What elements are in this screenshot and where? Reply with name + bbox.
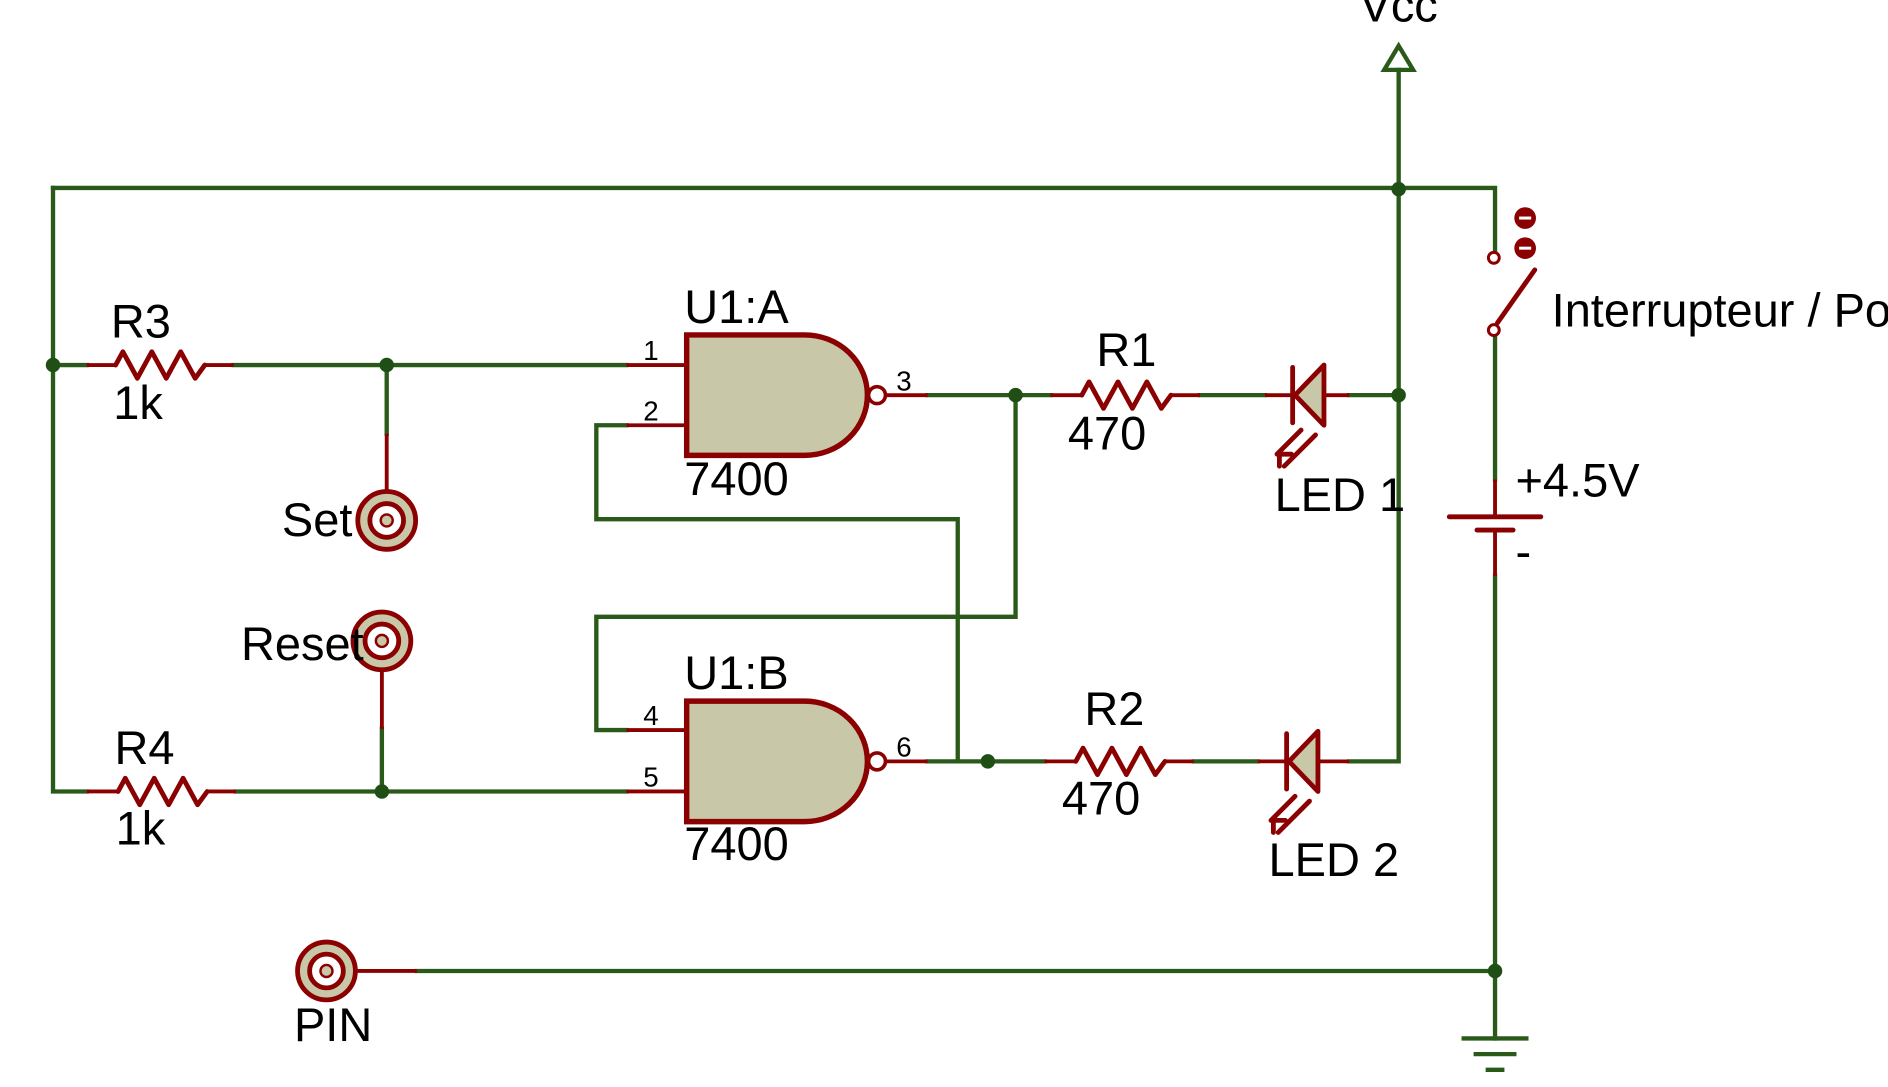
gate-a-ref: U1:A [684,280,789,333]
diode-triangle-icon [1286,728,1321,794]
set-terminal[interactable]: Set [282,433,419,552]
led2-label: LED 2 [1269,833,1400,886]
switch-lever-icon[interactable] [1495,267,1538,326]
led-2: LED 2 [1257,728,1400,886]
nand-gate-body-icon [683,698,871,825]
junction-dot [374,784,390,799]
r1-ref: R1 [1096,323,1156,376]
reset-label: Reset [241,617,364,670]
resistor-zigzag-icon [113,349,208,381]
inverter-bubble-icon [866,751,888,772]
junction-dot [1487,963,1503,979]
pin-number: 3 [896,365,911,396]
gate-a-part: 7400 [684,452,789,505]
resistor-zigzag-icon [115,775,210,808]
power-switch[interactable]: Interrupteur / Power [1486,207,1888,338]
resistor-r2: R2 470 [1044,682,1194,824]
r3-value: 1k [113,376,163,429]
wires [50,67,1498,1041]
reset-terminal[interactable]: Reset [241,609,414,729]
vcc-arrow-icon [1380,41,1417,73]
set-label: Set [282,493,353,546]
pin-number: 5 [643,762,658,793]
junction-dot [1391,387,1406,403]
gate-b-ref: U1:B [684,646,788,699]
battery-minus-label: - [1516,524,1532,577]
qbar-feedback-wire [594,423,960,764]
diode-triangle-icon [1292,362,1327,428]
gate-b-part: 7400 [684,817,789,870]
r2-ref: R2 [1084,682,1144,735]
r4-ref: R4 [114,721,174,774]
pin-label: PIN [294,998,372,1051]
led1-label: LED 1 [1275,468,1406,521]
light-emission-arrows-icon [1274,427,1318,469]
vcc-label: Vcc [1360,0,1438,32]
resistor-zigzag-icon [1079,379,1174,411]
light-emission-arrows-icon [1268,793,1312,835]
q-feedback-wire [594,392,1018,733]
pin-number: 2 [643,395,658,426]
led-1: LED 1 [1264,362,1406,521]
top-rail-wire [50,185,1498,262]
vcc-wire [1347,67,1401,764]
vcc-terminal: Vcc [1360,0,1438,73]
nand-gate-u1b: U1:B 7400 4 5 6 [626,646,928,870]
junction-dot [1008,387,1023,403]
battery-voltage-label: +4.5V [1516,453,1641,506]
junctions [45,181,1503,979]
pin-terminal[interactable]: PIN [294,939,417,1051]
pin-number: 6 [896,732,911,763]
junction-dot [379,357,394,373]
nand-gate-body-icon [683,332,871,459]
r1-value: 470 [1068,406,1146,459]
inverter-bubble-icon [866,384,888,406]
resistor-r3: R3 1k [86,294,234,429]
ground-symbol-icon [1461,1036,1529,1072]
pin-number: 4 [643,700,658,731]
junction-dot [1391,181,1406,197]
resistor-zigzag-icon [1073,745,1168,778]
nand-gate-u1a: U1:A 7400 1 2 3 [626,280,928,505]
resistor-r4: R4 1k [86,721,237,854]
junction-dot [980,754,996,769]
junction-dot [45,357,61,373]
battery: +4.5V - [1446,453,1641,577]
r3-ref: R3 [111,294,171,347]
resistor-r1: R1 470 [1050,323,1200,459]
r4-value: 1k [116,801,166,854]
pin-number: 1 [643,335,658,366]
left-rail-wire [50,185,89,794]
switch-label: Interrupteur / Power [1552,283,1888,336]
r2-value: 470 [1062,771,1140,824]
